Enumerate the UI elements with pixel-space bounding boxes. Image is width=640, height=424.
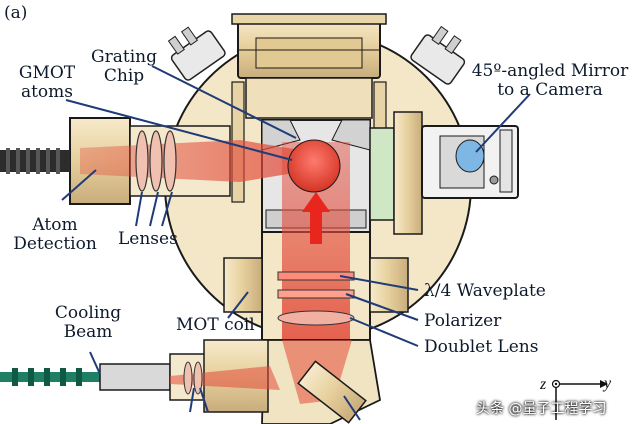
cooling-beam-label: Cooling Beam <box>40 304 136 342</box>
grating-pointer <box>151 65 297 139</box>
mirror-label: 45º-angled Mirror to a Camera <box>470 62 630 100</box>
polarizer-label: Polarizer <box>424 311 502 331</box>
cooling-beam-line1: Cooling <box>54 303 122 323</box>
atom-cloud <box>287 139 341 193</box>
panel-label: (a) <box>4 3 28 23</box>
waveplate-pointer <box>339 275 419 291</box>
lenses-pointer-2 <box>149 191 159 227</box>
upward-arrow <box>302 192 330 244</box>
side-window <box>369 111 423 235</box>
gmot-label-line2: atoms <box>20 82 74 102</box>
elbow-pointer <box>343 395 361 421</box>
lens-pointer-a <box>189 387 195 413</box>
axis-y-label: y <box>602 375 612 392</box>
polarizer-element <box>277 289 355 299</box>
atom-detection-pointer <box>61 169 97 201</box>
coordinate-axes: z y <box>539 375 612 420</box>
output-elbow <box>261 339 381 424</box>
lenses-label: Lenses <box>118 229 178 249</box>
camera <box>421 125 519 199</box>
feedthrough-connectors <box>167 25 466 85</box>
atom-detection-line1: Atom <box>32 215 78 235</box>
doublet-pointer <box>349 317 419 347</box>
watermark: 头条 @量子工程学习 <box>476 401 607 417</box>
cooling-pointer <box>89 351 101 375</box>
waveplate-element <box>277 271 355 281</box>
lenses-pointer-3 <box>161 191 173 227</box>
mot-coil-pointer <box>227 291 249 319</box>
waveplate-label: λ/4 Waveplate <box>424 281 546 301</box>
grating-label-line2: Chip <box>103 66 145 86</box>
detection-beam <box>80 140 300 182</box>
grating-label-line1: Grating <box>91 47 157 67</box>
lens-stack <box>135 130 177 192</box>
cooling-beam-line2: Beam <box>63 322 113 342</box>
gmot-label: GMOT atoms <box>6 64 88 102</box>
lenses-pointer-1 <box>135 191 143 227</box>
gmot-pointer <box>65 99 293 161</box>
mirror-label-line2: to a Camera <box>497 80 603 100</box>
polarizer-pointer <box>345 293 419 321</box>
mirror-pointer <box>475 93 531 153</box>
gmot-label-line1: GMOT <box>18 63 76 83</box>
callout-lines <box>61 65 531 421</box>
cooling-input <box>0 339 280 413</box>
grating-label: Grating Chip <box>86 48 162 86</box>
lens-pointer-b <box>199 387 209 413</box>
detection-tube <box>0 117 300 205</box>
atom-detection-line2: Detection <box>13 234 97 254</box>
atom-detection-label: Atom Detection <box>10 216 100 254</box>
mot-coil-label: MOT coil <box>176 315 255 335</box>
doublet-element <box>277 310 355 326</box>
mirror-label-line1: 45º-angled Mirror <box>471 61 629 81</box>
doublet-label: Doublet Lens <box>424 337 539 357</box>
axis-z-label: z <box>539 376 547 393</box>
